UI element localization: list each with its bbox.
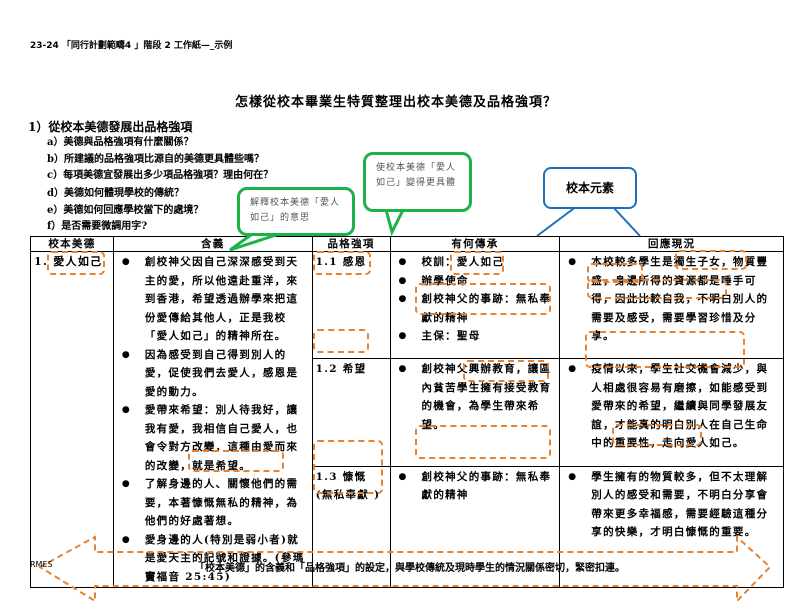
highlight-box bbox=[313, 251, 371, 275]
table-row: 1.2 希望 創校神父興辦教育，讓區內貧苦學生擁有接受教育的機會，為學生帶來希望… bbox=[31, 358, 784, 467]
heritage-cell: 創校神父興辦教育，讓區內貧苦學生擁有接受教育的機會，為學生帶來希望。 bbox=[389, 358, 561, 467]
heritage-item: 創校神父興辦教育，讓區內貧苦學生擁有接受教育的機會，為學生帶來希望。 bbox=[399, 360, 557, 434]
question-d: d）美德如何體現學校的傳統？ bbox=[47, 188, 184, 199]
callout-concrete: 使校本美德「愛人如己」變得更具體 bbox=[363, 152, 472, 212]
highlight-box bbox=[450, 251, 504, 275]
highlight-box bbox=[188, 450, 284, 472]
highlight-box bbox=[612, 424, 702, 446]
heritage-cell: 校訓：愛人如己 辦學使命 創校神父的事跡：無私奉獻的精神 主保：聖母 bbox=[389, 250, 561, 360]
strength-label: 1.3 慷慨 bbox=[315, 470, 367, 483]
question-a: a）美德與品格強項有什麼關係？ bbox=[47, 137, 194, 148]
situation-cell: 疫情以來，學生社交機會減少，與人相處很容易有磨擦，如能感受到愛帶來的希望，繼續與… bbox=[559, 358, 784, 467]
highlight-box bbox=[313, 329, 369, 353]
highlight-box bbox=[587, 263, 643, 283]
highlight-box bbox=[415, 425, 551, 459]
table-row: 1. 愛人如己 創校神父因自己深深感受到天主的愛，所以他遠赴重洋，來到香港，希望… bbox=[30, 250, 784, 588]
page-title: 怎樣從校本畢業生特質整理出校本美德及品格強項？ bbox=[234, 95, 557, 110]
virtue-cell: 1. 愛人如己 bbox=[30, 251, 114, 588]
meaning-cell: 創校神父因自己深深感受到天主的愛，所以他遠赴重洋，來到香港，希望透過辦學來把這份… bbox=[112, 251, 313, 588]
question-e: e）美德如何回應學校當下的處境？ bbox=[47, 205, 204, 216]
heritage-item: 創校神父的事跡：無私奉獻的精神 bbox=[399, 468, 557, 505]
highlight-box bbox=[415, 283, 551, 315]
highlight-box bbox=[47, 251, 105, 275]
question-c: c）每項美德宜發展出多少項品格強項？理由何在？ bbox=[47, 170, 274, 181]
doc-header: 23-24 「同行計劃範疇4 」階段 2 工作紙—_示例 bbox=[30, 41, 233, 51]
footer-code: RMES bbox=[30, 560, 53, 569]
highlight-box bbox=[463, 360, 549, 382]
callout-school-element: 校本元素 bbox=[543, 167, 637, 209]
section-heading: 1）從校本美德發展出品格強項 bbox=[28, 120, 193, 134]
callout-meaning: 解釋校本美德「愛人如己」的意思 bbox=[237, 187, 355, 236]
highlight-box bbox=[585, 331, 745, 368]
situation-cell: 學生擁有的物質較多，但不太理解別人的感受和需要，不明白分享會帶來更多幸福感，需要… bbox=[559, 465, 784, 589]
highlight-box bbox=[313, 440, 383, 494]
situation-cell: 本校較多學生是獨生子女，物質豐盛，身邊所得的資源都是唾手可得，因此比較自我，不明… bbox=[559, 250, 784, 360]
question-f: f）是否需要微調用字? bbox=[47, 221, 148, 232]
meaning-item: 愛帶來希望：別人待我好，讓我有愛，我相信自己愛人，也會令對方改變，這種由愛而來的… bbox=[122, 401, 309, 475]
highlight-box bbox=[587, 279, 727, 299]
question-b: b）所建議的品格強項比源自的美德更具體些嗎？ bbox=[47, 154, 264, 165]
strength-cell: 1.1 感恩 bbox=[311, 250, 391, 360]
heritage-cell: 創校神父的事跡：無私奉獻的精神 bbox=[389, 465, 561, 589]
heritage-item: 主保：聖母 bbox=[399, 327, 557, 346]
heritage-item: 校訓：愛人如己 bbox=[399, 253, 557, 272]
meaning-item: 了解身邊的人、關懷他們的需要，本著慷慨無私的精神，為他們的好處著想。 bbox=[122, 475, 309, 531]
situation-item: 學生擁有的物質較多，但不太理解別人的感受和需要，不明白分享會帶來更多幸福感，需要… bbox=[568, 468, 780, 542]
summary-banner: 「校本美德」的含義和「品格強項」的設定，與學校傳統及現時學生的情況關係密切，緊密… bbox=[195, 563, 625, 574]
meaning-item: 創校神父因自己深深感受到天主的愛，所以他遠赴重洋，來到香港，希望透過辦學來把這份… bbox=[122, 253, 309, 346]
highlight-box bbox=[675, 250, 747, 270]
meaning-item: 因為感受到自己得到別人的愛，促使我們去愛人，感恩是愛的動力。 bbox=[122, 346, 309, 402]
meaning-item: 愛身邊的人(特別是弱小者)就是愛天主的記號和證據。(參瑪竇福音 25:45) bbox=[122, 531, 309, 587]
